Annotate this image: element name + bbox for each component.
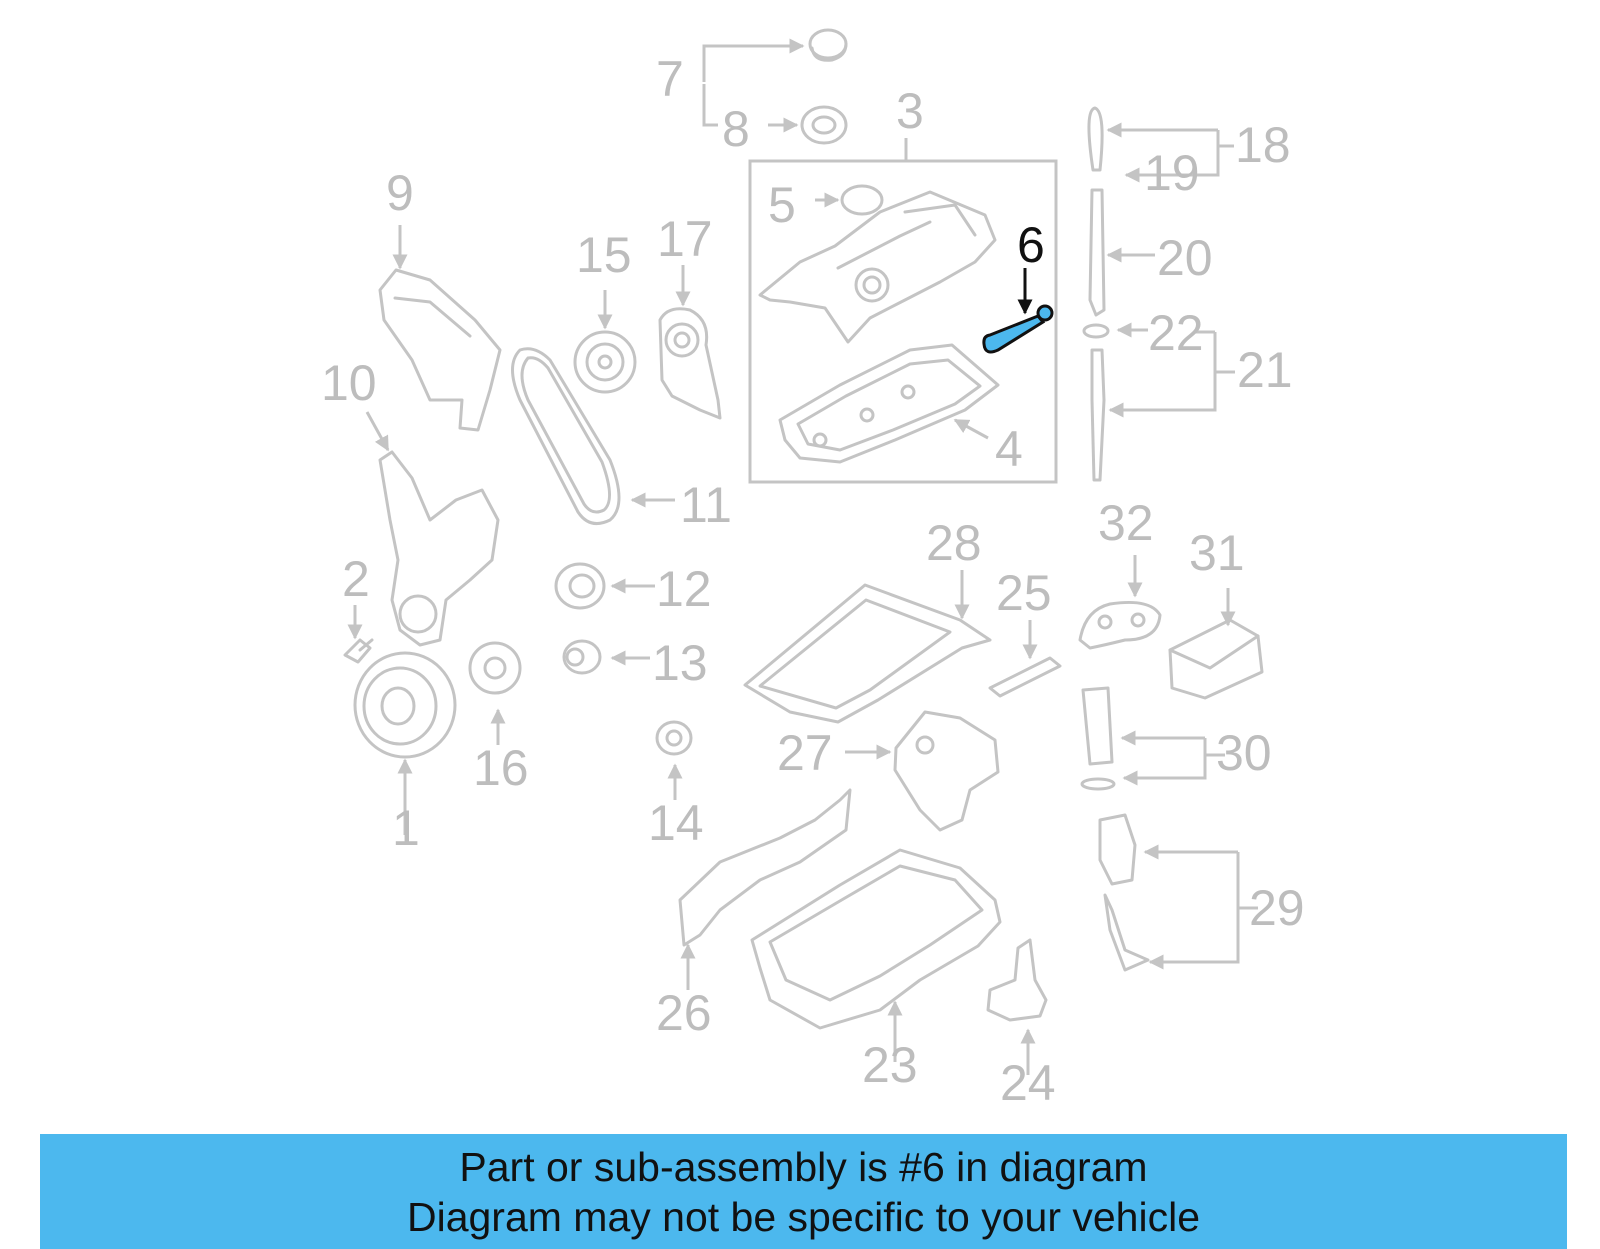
part-18-dipstick[interactable]	[1087, 106, 1234, 317]
label-20[interactable]: 20	[1157, 230, 1213, 286]
part-10-timing-cover-lower[interactable]	[365, 411, 500, 647]
label-30[interactable]: 30	[1216, 725, 1272, 781]
part-labels: 1 2 3 4 5 6 7 8 9 10 11 12 13 14 15 16 1…	[321, 51, 1305, 1111]
label-14[interactable]: 14	[648, 795, 704, 851]
label-4[interactable]: 4	[995, 421, 1023, 477]
label-18[interactable]: 18	[1235, 117, 1291, 173]
label-16[interactable]: 16	[473, 740, 529, 796]
part-24-oil-pickup[interactable]	[986, 938, 1048, 1075]
label-22[interactable]: 22	[1148, 305, 1204, 361]
label-11[interactable]: 11	[680, 477, 732, 533]
label-1[interactable]: 1	[392, 800, 420, 856]
label-5[interactable]: 5	[768, 177, 796, 233]
part-31-oil-cooler[interactable]	[1168, 588, 1264, 700]
label-12[interactable]: 12	[656, 561, 712, 617]
label-19[interactable]: 19	[1144, 145, 1200, 201]
label-2[interactable]: 2	[342, 551, 370, 607]
part-23-oil-pan[interactable]	[750, 848, 1002, 1062]
part-7-oil-cap[interactable]	[702, 28, 848, 82]
part-11-timing-belt[interactable]	[511, 347, 676, 526]
part-17-tensioner[interactable]	[658, 265, 722, 420]
part-12-pulley[interactable]	[554, 562, 655, 610]
label-32[interactable]: 32	[1098, 495, 1154, 551]
label-10[interactable]: 10	[321, 355, 377, 411]
part-3-valve-cover[interactable]	[758, 190, 997, 344]
part-14-bushing[interactable]	[655, 720, 693, 800]
label-6-highlighted[interactable]: 6	[1017, 217, 1045, 273]
info-banner: Part or sub-assembly is #6 in diagram Di…	[40, 1134, 1567, 1249]
part-16-gear[interactable]	[468, 641, 522, 745]
label-15[interactable]: 15	[576, 227, 632, 283]
label-29[interactable]: 29	[1249, 880, 1305, 936]
label-9[interactable]: 9	[386, 165, 414, 221]
part-9-timing-cover-upper[interactable]	[378, 225, 502, 432]
label-28[interactable]: 28	[926, 515, 982, 571]
part-1-crank-pulley[interactable]	[353, 651, 457, 835]
part-32-gasket[interactable]	[1078, 555, 1162, 650]
part-13-bushing[interactable]	[562, 639, 650, 675]
label-24[interactable]: 24	[1000, 1055, 1056, 1111]
valve-cover-group-box	[748, 159, 1058, 484]
label-23[interactable]: 23	[862, 1037, 918, 1093]
label-27[interactable]: 27	[777, 725, 833, 781]
label-31[interactable]: 31	[1189, 525, 1245, 581]
part-21-dipstick-tube[interactable]	[1090, 330, 1235, 482]
part-15-idler-pulley[interactable]	[573, 290, 637, 394]
part-27-oil-pump[interactable]	[845, 710, 1000, 832]
part-2-bolt[interactable]	[343, 605, 374, 664]
part-30-oil-filter[interactable]	[1080, 686, 1225, 791]
part-8-cap-seal[interactable]	[702, 84, 848, 145]
part-5-seal[interactable]	[815, 184, 884, 216]
label-26[interactable]: 26	[656, 985, 712, 1041]
label-13[interactable]: 13	[652, 635, 708, 691]
part-28-plate[interactable]	[743, 570, 992, 724]
part-4-gasket[interactable]	[778, 343, 1000, 464]
part-6-highlighted[interactable]	[982, 268, 1054, 354]
label-17[interactable]: 17	[657, 211, 713, 267]
label-7[interactable]: 7	[656, 51, 684, 107]
part-29-filter-housing[interactable]	[1098, 813, 1258, 972]
label-8[interactable]: 8	[722, 101, 750, 157]
label-3[interactable]: 3	[896, 83, 924, 139]
banner-line-disclaimer: Diagram may not be specific to your vehi…	[406, 1194, 1200, 1240]
label-21[interactable]: 21	[1237, 342, 1293, 398]
banner-line-part: Part or sub-assembly is #6 in diagram	[459, 1144, 1148, 1190]
part-22-o-ring[interactable]	[1082, 322, 1148, 339]
part-26-baffle[interactable]	[678, 788, 852, 990]
part-25-gasket-strip[interactable]	[988, 620, 1062, 698]
label-25[interactable]: 25	[996, 565, 1052, 621]
